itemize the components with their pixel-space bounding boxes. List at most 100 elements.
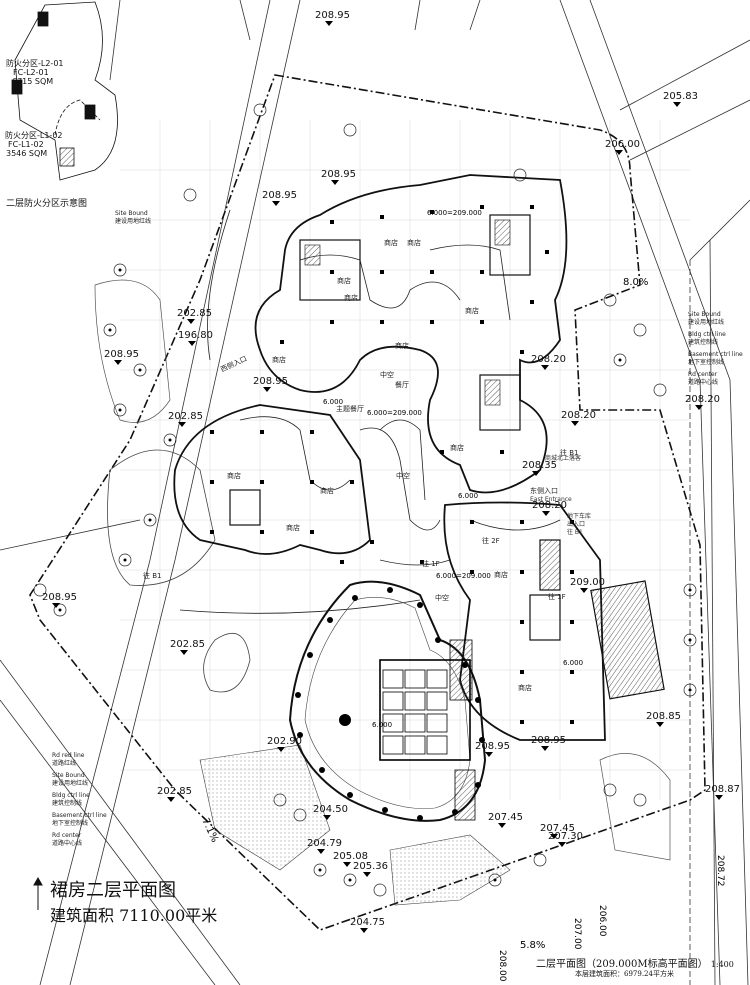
elevation-triangle	[541, 746, 549, 751]
elevation-triangle	[323, 815, 331, 820]
elevation-triangle	[167, 797, 175, 802]
plan-title: 裙房二层平面图	[50, 880, 176, 901]
legend-left-6: 建筑控制线	[52, 800, 83, 807]
road-label-2: 206.00	[597, 905, 607, 937]
road-label-3: 207.00	[572, 918, 582, 950]
legend-top: Site Bound 建设用地红线	[115, 210, 151, 226]
bottom-title: 二层平面图（209.000M标高平面图） 1:400	[536, 955, 734, 970]
tower-core	[379, 639, 476, 821]
level-value: 6.000	[372, 721, 392, 729]
legend-right-6: 地下室控制线	[688, 359, 725, 366]
elevation-value: 208.85	[646, 711, 681, 722]
tower-columns	[295, 587, 485, 821]
elevation-triangle	[325, 21, 333, 26]
bottom-title-text: 二层平面图（209.000M标高平面图）	[536, 959, 708, 970]
legend-left-8: 地下室控制线	[52, 820, 89, 827]
inset-zone1-line2: FC-L2-01	[13, 68, 49, 77]
legend-left-5: Bldg ctrl line	[52, 792, 90, 799]
elevation-value: 208.95	[42, 592, 77, 603]
room-label: 往 2F	[482, 536, 500, 545]
elevation-triangle	[188, 341, 196, 346]
level-value: 6.000=209.000	[436, 572, 491, 580]
legend-left: Rd red line 道路红线 Site Bound 建设用地红线 Bldg …	[52, 752, 107, 848]
elevation-value: 205.83	[663, 91, 698, 102]
room-label: 往 B1	[560, 448, 578, 457]
legend-left-3: Site Bound	[52, 772, 85, 779]
bottom-area: 本层建筑面积：6979.24平方米	[575, 970, 674, 978]
elevation-value: 207.45	[488, 812, 523, 823]
legend-right-2: 建设用地红线	[688, 319, 725, 326]
podium-outline	[173, 174, 606, 741]
inset-title: 二层防火分区示意图	[6, 199, 88, 209]
elevation-markers: 208.95205.83206.00208.95208.95202.85208.…	[42, 10, 740, 933]
elevation-value: 208.95	[253, 376, 288, 387]
legend-left-9: Rd center	[52, 832, 82, 839]
elevation-value: 202.85	[177, 308, 212, 319]
elevation-triangle	[580, 588, 588, 593]
inset-zone2-line1: 防火分区-L1-02	[5, 131, 63, 140]
car-ramp-label-3: 往 B1	[567, 528, 583, 536]
elevation-value: 204.75	[350, 917, 385, 928]
legend-top-2: 建设用地红线	[115, 218, 152, 225]
elevation-triangle	[656, 722, 664, 727]
level-value: 6.000	[323, 398, 343, 406]
room-label: 商店	[518, 683, 532, 692]
inset-zone2-line2: FC-L1-02	[8, 140, 44, 149]
east-bridge-label: 商城北上落客	[545, 454, 581, 462]
legend-left-7: Basement ctrl line	[52, 812, 107, 819]
trees	[33, 103, 697, 897]
east-entrance-label: 东侧入口	[530, 486, 558, 495]
level-markers: 6.000=209.000 6.000 6.000=209.000 6.000 6.00…	[323, 209, 583, 729]
elevation-triangle	[363, 872, 371, 877]
elevation-value: 208.20	[532, 500, 567, 511]
elevation-triangle	[695, 405, 703, 410]
elevation-value: 207.30	[548, 831, 583, 842]
elevation-value: 202.85	[157, 786, 192, 797]
level-value: 6.000=209.000	[427, 209, 482, 217]
room-label: 商店	[227, 471, 241, 480]
elevation-triangle	[277, 747, 285, 752]
elevation-triangle	[360, 928, 368, 933]
room-label: 餐厅	[395, 380, 409, 389]
room-label: 中空	[396, 471, 410, 480]
fire-zone-inset	[11, 1, 118, 181]
car-ramp-label-1: 地下车库	[567, 512, 591, 520]
road-label-1: 208.72	[715, 855, 725, 887]
elevation-triangle	[180, 650, 188, 655]
legend-left-2: 道路红线	[52, 760, 77, 767]
elevation-value: 209.00	[570, 577, 605, 588]
elevation-triangle	[178, 422, 186, 427]
inset-zone1-line3: 6715 SQM	[12, 77, 54, 86]
road-label-4: 208.00	[497, 950, 507, 982]
elevation-triangle	[571, 421, 579, 426]
elevation-value: 204.79	[307, 838, 342, 849]
bottom-title-scale: 1:400	[710, 960, 734, 969]
room-label: 往 1F	[422, 559, 440, 568]
room-label: 商店	[450, 443, 464, 452]
legend-left-4: 建设用地红线	[52, 780, 89, 787]
elevation-triangle	[52, 603, 60, 608]
elevation-value: 208.20	[531, 354, 566, 365]
elevation-value: 208.95	[104, 349, 139, 360]
room-label: 商店	[272, 355, 286, 364]
elevation-value: 202.85	[168, 411, 203, 422]
elevation-value: 208.35	[522, 460, 557, 471]
level-value: 6.000	[563, 659, 583, 667]
room-label: 中空	[380, 370, 394, 379]
legend-right-1: Site Bound	[688, 311, 721, 318]
elevation-triangle	[558, 842, 566, 847]
level-value: 6.000	[458, 492, 478, 500]
elevation-triangle	[187, 319, 195, 324]
elevation-triangle	[615, 150, 623, 155]
slope-label-1: 8.0%	[623, 277, 648, 288]
elevation-value: 202.90	[267, 736, 302, 747]
legend-right-7: Rd center	[688, 371, 718, 378]
elevation-value: 208.87	[705, 784, 740, 795]
legend-right-3: Bldg ctrl line	[688, 331, 726, 338]
legend-right-8: 道路中心线	[688, 379, 719, 386]
elevation-triangle	[715, 795, 723, 800]
inset-zone2-line3: 3546 SQM	[6, 149, 48, 158]
east-entrance-en: East Entrance	[530, 496, 572, 503]
west-entrance-label: 西侧入口	[219, 354, 248, 374]
